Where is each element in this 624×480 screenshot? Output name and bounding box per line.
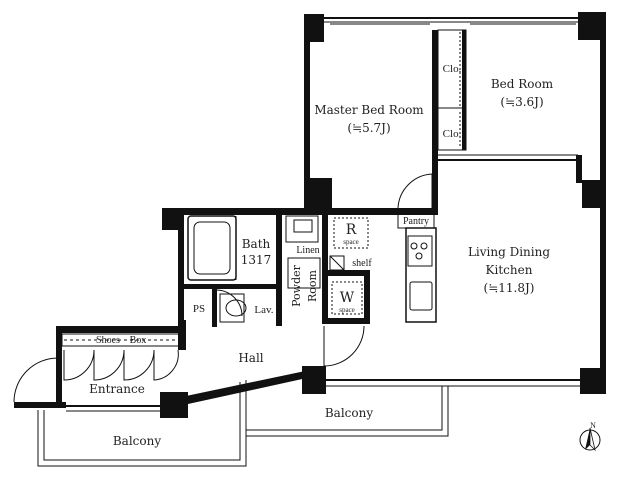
- kitchen-counter: [405, 227, 437, 323]
- ldk-label-1: Living Dining: [468, 245, 550, 259]
- entrance-label: Entrance: [89, 382, 145, 396]
- balcony-lower-left-label: Balcony: [113, 434, 161, 448]
- powder-room-label-1: Powder: [290, 264, 303, 307]
- north-label: N: [590, 421, 596, 430]
- linen-cabinet: [285, 215, 321, 289]
- washer-space: [331, 281, 363, 315]
- linen-label: Linen: [296, 245, 319, 256]
- balcony-lower-left: [37, 380, 247, 467]
- balcony-lower-right: [246, 386, 449, 437]
- pantry-label: Pantry: [403, 216, 429, 227]
- bath-label: Bath: [242, 237, 271, 251]
- refrigerator-space: [333, 217, 369, 249]
- ps-label: PS: [193, 303, 205, 315]
- box-label: Box: [130, 335, 147, 346]
- shoes-box: [61, 333, 181, 347]
- pantry: [397, 211, 435, 229]
- toilet: [219, 293, 247, 323]
- ldk-area: (≒11.8J): [484, 281, 535, 295]
- north-arrow-icon: [579, 427, 601, 452]
- walls: [14, 12, 606, 418]
- shoes-label: Shoes: [96, 335, 120, 346]
- doors: [13, 173, 433, 403]
- powder-room-label-2: Room: [306, 269, 319, 302]
- washer-space-label: space: [339, 306, 355, 314]
- refrigerator-letter: R: [346, 222, 357, 238]
- lav-label: Lav.: [254, 304, 273, 316]
- bed-room-area: (≒3.6J): [500, 95, 543, 109]
- bath-size: 1317: [241, 253, 272, 267]
- washer-letter: W: [340, 290, 355, 306]
- shelf-label: shelf: [352, 258, 372, 269]
- bed-room-label: Bed Room: [491, 77, 554, 91]
- closet-label-1: Clo.: [443, 63, 462, 75]
- master-bed-area: (≒5.7J): [347, 121, 390, 135]
- closet-label-2: Clo.: [443, 128, 462, 140]
- refrigerator-space-label: space: [343, 238, 359, 246]
- master-bed-label: Master Bed Room: [314, 103, 424, 117]
- entrance-doors: [63, 349, 179, 381]
- bathtub: [187, 215, 237, 281]
- hall-label: Hall: [238, 351, 263, 365]
- balcony-lower-right-label: Balcony: [325, 406, 373, 420]
- closets: [437, 29, 467, 151]
- shelf: [329, 255, 345, 271]
- ldk-label-2: Kitchen: [486, 263, 533, 277]
